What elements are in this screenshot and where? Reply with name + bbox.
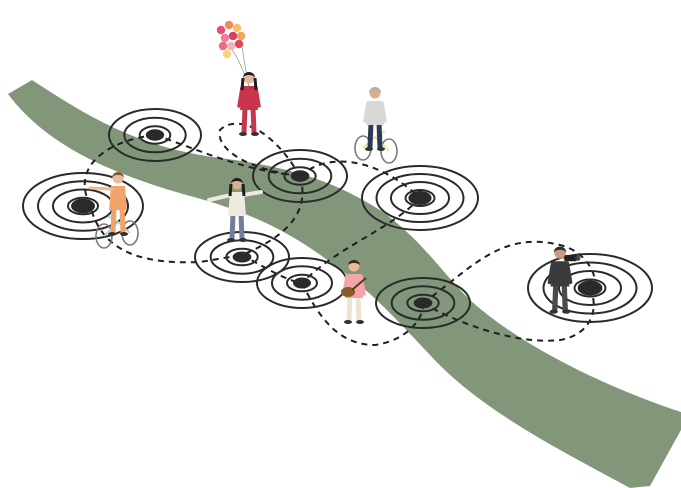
legs bbox=[244, 108, 254, 132]
camera-icon bbox=[564, 255, 577, 261]
ring-center-dot bbox=[291, 170, 310, 181]
ring-center-dot bbox=[71, 199, 95, 214]
target-right bbox=[362, 166, 478, 230]
ring-center-dot bbox=[414, 298, 433, 309]
ring-center-dot bbox=[233, 252, 252, 263]
balloon-girl-figure bbox=[217, 21, 259, 136]
ring-center-dot bbox=[146, 129, 164, 140]
target-photographer bbox=[528, 254, 652, 322]
legs bbox=[370, 123, 380, 147]
legs bbox=[349, 296, 359, 320]
target-middle bbox=[257, 258, 347, 308]
ring-center-dot bbox=[578, 281, 603, 296]
outstretched-arm bbox=[90, 188, 112, 189]
legs bbox=[232, 214, 242, 238]
legs bbox=[113, 208, 123, 232]
bicycle-man-figure bbox=[355, 87, 397, 163]
bicycle-icon bbox=[355, 131, 397, 163]
ring-center-dot bbox=[408, 191, 431, 205]
ring-center-dot bbox=[293, 278, 311, 289]
balloons-icon bbox=[217, 21, 245, 58]
